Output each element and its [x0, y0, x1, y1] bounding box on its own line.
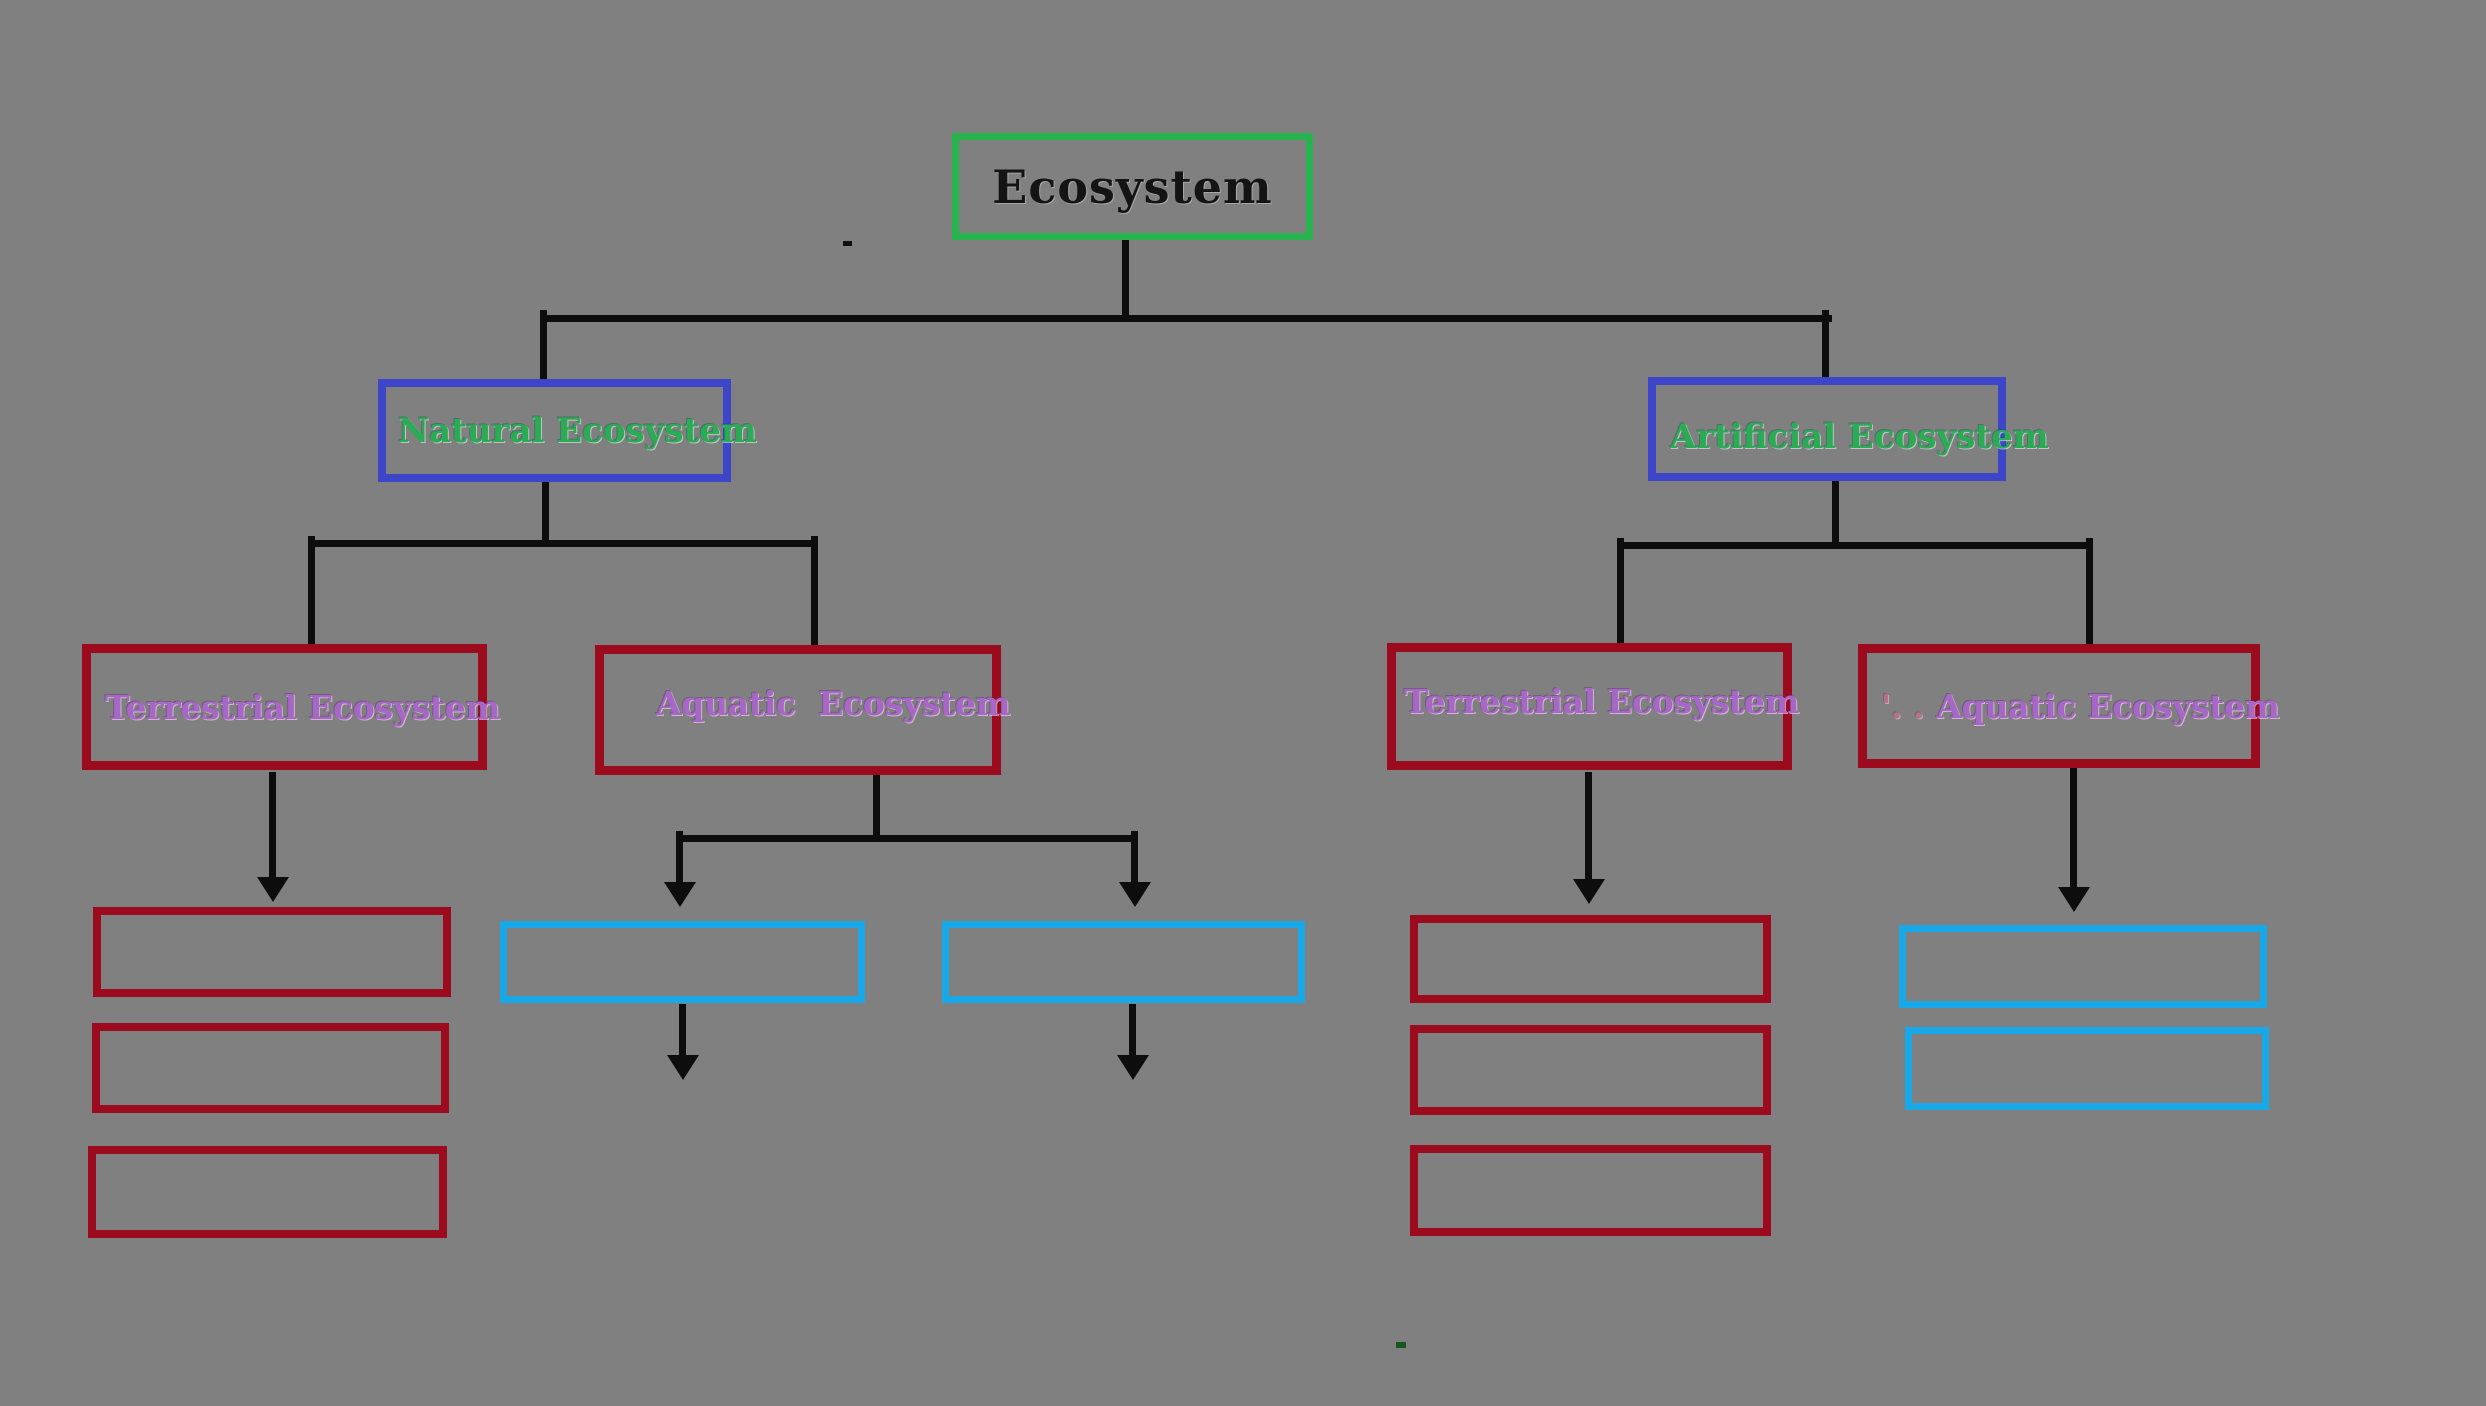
empty-box-red	[92, 1023, 449, 1113]
connector-line	[269, 772, 276, 880]
node-ecosystem: Ecosystem	[952, 133, 1313, 240]
connector-line	[540, 315, 1832, 322]
connector-line	[2086, 538, 2093, 648]
node-natural-aquatic-label: Aquatic Ecosystem	[656, 683, 1011, 723]
connector-line	[1832, 481, 1839, 547]
node-artificial-aquatic: '. . Aquatic Ecosystem	[1858, 644, 2280, 768]
connector-line	[1131, 831, 1138, 887]
node-artificial-terrestrial-label: Terrestrial Ecosystem	[1404, 682, 1800, 721]
node-natural-aquatic: Aquatic Ecosystem	[595, 645, 1011, 775]
empty-box-cyan	[500, 921, 865, 1003]
connector-line	[1617, 538, 1624, 646]
node-natural-terrestrial: Terrestrial Ecosystem	[82, 644, 500, 770]
connector-line	[542, 481, 549, 545]
node-artificial-aquatic-prefix: '. .	[1881, 686, 1925, 726]
connector-line	[679, 1004, 686, 1058]
connector-line	[1129, 1004, 1136, 1058]
down-arrow-icon	[1119, 882, 1151, 907]
node-artificial-ecosystem-label: Artificial Ecosystem	[1670, 417, 2049, 457]
connector-line	[540, 310, 547, 382]
empty-box-red	[1410, 1145, 1771, 1236]
down-arrow-icon	[667, 1055, 699, 1080]
empty-box-cyan	[942, 921, 1305, 1003]
connector-line	[873, 775, 880, 841]
empty-box-cyan	[1905, 1027, 2269, 1110]
node-natural-terrestrial-label: Terrestrial Ecosystem	[105, 687, 501, 727]
node-natural-ecosystem: Natural Ecosystem	[378, 379, 757, 482]
empty-box-red	[1410, 915, 1771, 1003]
ink-speck	[843, 241, 852, 246]
connector-line	[1585, 772, 1592, 882]
empty-box-red	[88, 1146, 447, 1238]
down-arrow-icon	[1573, 879, 1605, 904]
node-natural-ecosystem-label: Natural Ecosystem	[398, 410, 757, 451]
down-arrow-icon	[2058, 887, 2090, 912]
node-ecosystem-label: Ecosystem	[992, 159, 1273, 214]
connector-line	[676, 835, 1138, 842]
empty-box-cyan	[1899, 925, 2267, 1008]
node-artificial-aquatic-label: Aquatic Ecosystem	[1936, 686, 2280, 726]
connector-line	[1822, 310, 1829, 380]
node-artificial-ecosystem: Artificial Ecosystem	[1648, 377, 2049, 481]
connector-line	[1617, 542, 2093, 549]
connector-line	[811, 536, 818, 647]
down-arrow-icon	[257, 877, 289, 902]
connector-line	[2070, 768, 2077, 890]
down-arrow-icon	[664, 882, 696, 907]
connector-line	[308, 540, 818, 547]
connector-line	[308, 536, 315, 646]
connector-line	[1122, 240, 1129, 320]
ink-speck	[1396, 1342, 1406, 1348]
empty-box-red	[93, 907, 451, 997]
connector-line	[676, 831, 683, 887]
down-arrow-icon	[1117, 1055, 1149, 1080]
empty-box-red	[1410, 1025, 1771, 1115]
node-artificial-terrestrial: Terrestrial Ecosystem	[1387, 643, 1799, 770]
